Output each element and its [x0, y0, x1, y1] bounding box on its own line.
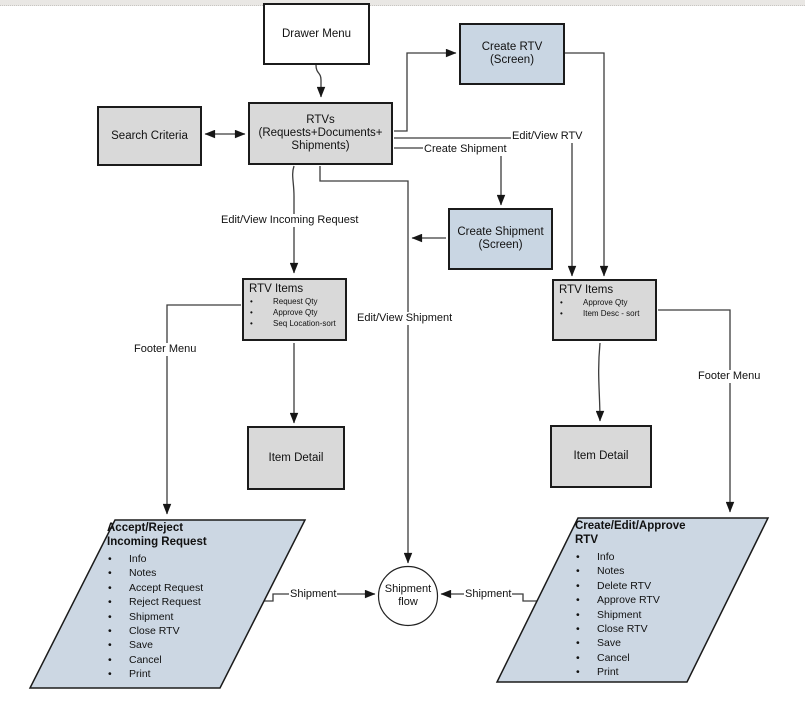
accept-reject-menu-item-list: InfoNotesAccept RequestReject RequestShi…	[107, 552, 257, 682]
rtv-items-right-title: RTV Items	[559, 284, 614, 296]
accept-reject-menu-title-line2: Incoming Request	[107, 535, 207, 548]
edge-label-footer-menu-left: Footer Menu	[133, 343, 198, 356]
shipment-flow-label: Shipment flow	[378, 583, 438, 608]
create-rtv-screen-label-line2: (Screen)	[489, 54, 535, 66]
rtv-items-left-bullet-list: Request QtyApprove QtySeq Location-sort	[249, 296, 336, 329]
create-shipment-screen-label-line2: (Screen)	[478, 239, 523, 251]
bullet-item: Approve Qty	[559, 297, 639, 308]
edge-label-edit-view-shipment: Edit/View Shipment	[356, 312, 454, 325]
create-edit-approve-menu-title-line2: RTV	[575, 533, 598, 546]
bullet-item: Seq Location-sort	[249, 318, 336, 329]
rtv-items-left-title: RTV Items	[249, 283, 304, 295]
menu-item: Save	[575, 636, 735, 651]
menu-item: Info	[575, 550, 735, 565]
menu-item: Close RTV	[575, 622, 735, 637]
edge-label-edit-view-incoming-request: Edit/View Incoming Request	[220, 214, 360, 227]
edge-label-footer-menu-right: Footer Menu	[697, 370, 762, 383]
rtvs-label-line2: (Requests+Documents+	[258, 127, 383, 139]
edge-create-shipment	[394, 147, 506, 206]
menu-item: Shipment	[107, 610, 257, 625]
menu-item: Accept Request	[107, 581, 257, 596]
edge-footer-menu-left	[162, 304, 241, 515]
menu-item: Approve RTV	[575, 593, 735, 608]
edge-rtvs-to-create-rtv-screen	[394, 48, 457, 132]
edge-label-edit-view-rtv: Edit/View RTV	[511, 130, 584, 143]
edge-edit-view-shipment-to-flow	[319, 166, 413, 564]
menu-item: Cancel	[107, 653, 257, 668]
create-shipment-screen-node: Create Shipment (Screen)	[448, 208, 553, 270]
create-edit-approve-menu-content: Create/Edit/Approve RTV InfoNotesDelete …	[575, 520, 735, 680]
window-top-edge	[0, 0, 805, 6]
create-edit-approve-menu-title-line1: Create/Edit/Approve	[575, 520, 686, 532]
menu-item: Print	[107, 667, 257, 682]
menu-item: Save	[107, 638, 257, 653]
rtv-items-left-node: RTV Items Request QtyApprove QtySeq Loca…	[242, 278, 347, 341]
menu-item: Print	[575, 665, 735, 680]
item-detail-right-node: Item Detail	[550, 425, 652, 488]
edge-drawer-menu-to-rtvs	[315, 64, 326, 98]
menu-item: Delete RTV	[575, 579, 735, 594]
bullet-item: Item Desc - sort	[559, 308, 639, 319]
create-edit-approve-menu-item-list: InfoNotesDelete RTVApprove RTVShipmentCl…	[575, 550, 735, 680]
search-criteria-node: Search Criteria	[97, 106, 202, 166]
rtvs-label-line3: Shipments)	[291, 140, 350, 152]
drawer-menu-node: Drawer Menu	[263, 3, 370, 65]
bullet-item: Approve Qty	[249, 307, 336, 318]
edge-label-create-shipment: Create Shipment	[423, 143, 508, 156]
bullet-item: Request Qty	[249, 296, 336, 307]
shipment-flow-label-line2: flow	[398, 595, 418, 608]
item-detail-right-label: Item Detail	[573, 450, 629, 462]
edge-label-shipment-right: Shipment	[464, 588, 513, 601]
edge-rtv-items-right-to-item-detail	[595, 342, 605, 422]
drawer-menu-label: Drawer Menu	[281, 27, 352, 40]
create-shipment-screen-label-line1: Create Shipment	[457, 226, 544, 238]
accept-reject-menu-content: Accept/Reject Incoming Request InfoNotes…	[107, 522, 257, 682]
shipment-flow-label-line1: Shipment	[384, 583, 432, 595]
item-detail-left-node: Item Detail	[247, 426, 345, 490]
search-criteria-label: Search Criteria	[111, 129, 188, 142]
menu-item: Close RTV	[107, 624, 257, 639]
edge-edit-view-incoming-request	[289, 165, 299, 274]
rtvs-label-line1: RTVs	[306, 114, 335, 126]
menu-item: Shipment	[575, 608, 735, 623]
rtvs-node: RTVs (Requests+Documents+ Shipments)	[248, 102, 393, 165]
accept-reject-menu-title-line1: Accept/Reject	[107, 522, 184, 534]
rtv-items-right-bullet-list: Approve QtyItem Desc - sort	[559, 297, 639, 319]
item-detail-left-label: Item Detail	[268, 451, 324, 464]
edge-footer-menu-right	[658, 309, 735, 513]
edge-label-shipment-left: Shipment	[289, 588, 338, 601]
menu-item: Info	[107, 552, 257, 567]
menu-item: Cancel	[575, 651, 735, 666]
edge-create-rtv-screen-to-rtv-items	[565, 52, 609, 277]
rtv-items-right-node: RTV Items Approve QtyItem Desc - sort	[552, 279, 657, 341]
create-rtv-screen-label-line1: Create RTV	[481, 41, 543, 53]
create-rtv-screen-node: Create RTV (Screen)	[459, 23, 565, 85]
menu-item: Reject Request	[107, 595, 257, 610]
shipment-flow-circle	[377, 565, 439, 627]
menu-item: Notes	[107, 566, 257, 581]
menu-item: Notes	[575, 564, 735, 579]
